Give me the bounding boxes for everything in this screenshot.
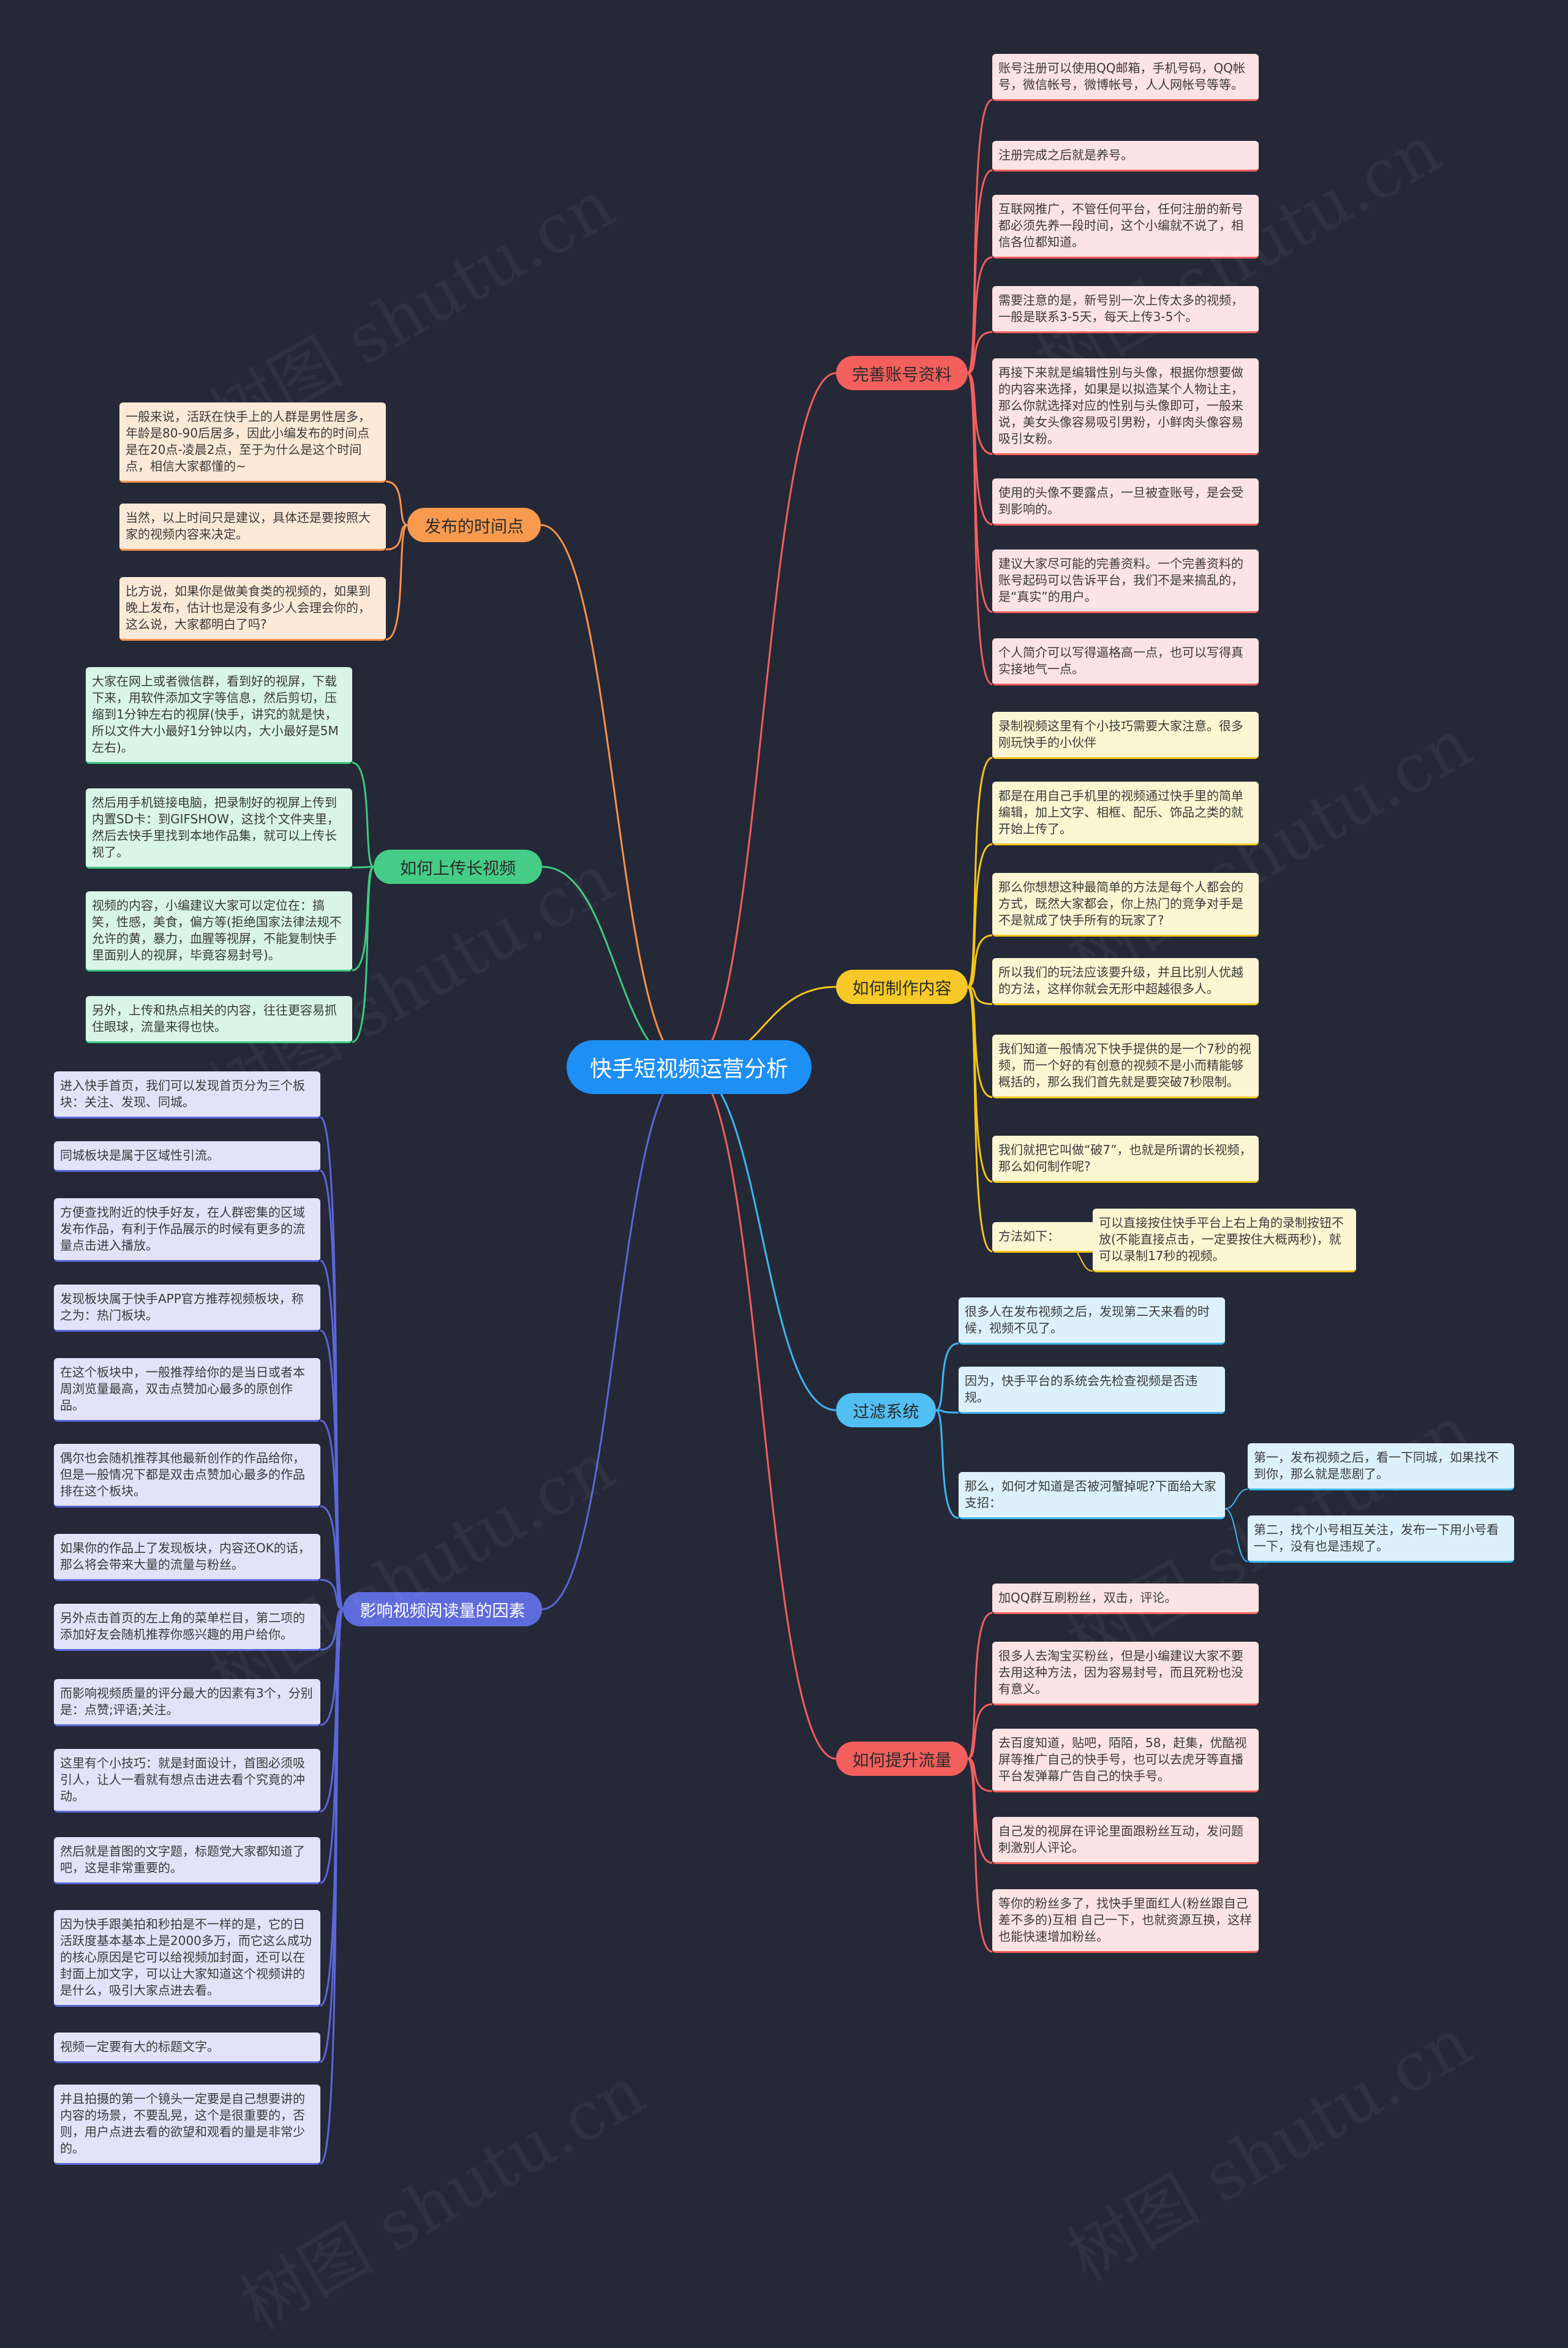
leaf-connector-factors <box>320 1608 344 1651</box>
leaf-factors[interactable]: 因为快手跟美拍和秒拍是不一样的是，它的日活跃度基本基本上是2000多万，而它这么… <box>54 1910 320 2007</box>
leaf-factors[interactable]: 如果你的作品上了发现板块，内容还OK的话，那么将会带来大量的流量与粉丝。 <box>54 1534 320 1581</box>
leaf-content[interactable]: 都是在用自己手机里的视频通过快手里的简单编辑，加上文字、相框、配乐、饰品之类的就… <box>992 782 1259 845</box>
leaf-connector-upload <box>352 866 375 1043</box>
leaf-account[interactable]: 使用的头像不要露点，一旦被查账号，是会受到影响的。 <box>992 478 1259 526</box>
leaf-connector-account <box>967 256 993 374</box>
leaf-factors[interactable]: 这里有个小技巧：就是封面设计，首图必须吸引人，让人一看就有想点击进去看个究竟的冲… <box>54 1749 320 1813</box>
leaf-connector-content <box>967 986 993 1183</box>
leaf-connector-filter <box>935 1409 959 1414</box>
leaf-connector-traffic <box>967 1757 993 1953</box>
leaf-account[interactable]: 建议大家尽可能的完善资料。一个完善资料的账号起码可以告诉平台，我们不是来搞乱的，… <box>992 549 1259 613</box>
leaf-content[interactable]: 我们就把它叫做“破7”，也就是所谓的长视频，那么如何制作呢? <box>992 1136 1259 1183</box>
leaf-factors[interactable]: 另外点击首页的左上角的菜单栏目，第二项的添加好友会随机推荐你感兴趣的用户给你。 <box>54 1604 320 1651</box>
leaf-time[interactable]: 一般来说，活跃在快手上的人群是男性居多，年龄是80-90后居多，因此小编发布的时… <box>119 402 386 483</box>
leaf-connector-factors <box>320 1505 344 1610</box>
leaf-content[interactable]: 那么你想想这种最简单的方法是每个人都会的方式，既然大家都会，你上热门的竞争对手是… <box>992 873 1259 937</box>
leaf-connector-content <box>967 757 993 988</box>
leaf-factors[interactable]: 方便查找附近的快手好友，在人群密集的区域发布作品，有利于作品展示的时候有更多的流… <box>54 1198 320 1262</box>
branch-connector-account <box>688 372 837 1068</box>
branch-filter[interactable]: 过滤系统 <box>836 1393 936 1427</box>
leaf-upload[interactable]: 大家在网上或者微信群，看到好的视屏，下载下来，用软件添加文字等信息，然后剪切，压… <box>86 667 352 764</box>
leaf-content[interactable]: 我们知道一般情况下快手提供的是一个7秒的视频，而一个好的有创意的视频不是小而精能… <box>992 1035 1259 1098</box>
leaf-connector-traffic <box>967 1612 993 1760</box>
leaf-upload[interactable]: 另外，上传和热点相关的内容，往往更容易抓住眼球，流量来得也快。 <box>86 996 352 1043</box>
leaf-traffic[interactable]: 加QQ群互刷粉丝，双击，评论。 <box>992 1584 1259 1614</box>
leaf-connector-traffic <box>967 1757 993 1864</box>
leaf-content[interactable]: 录制视频这里有个小技巧需要大家注意。很多刚玩快手的小伙伴 <box>992 712 1259 759</box>
leaf-connector-factors <box>319 1608 344 2165</box>
leaf-factors[interactable]: 而影响视频质量的评分最大的因素有3个，分别是：点赞;评语;关注。 <box>54 1679 320 1726</box>
branch-account[interactable]: 完善账号资料 <box>836 356 968 390</box>
leaf-traffic[interactable]: 很多人去淘宝买粉丝，但是小编建议大家不要去用这种方法，因为容易封号，而且死粉也没… <box>992 1642 1259 1705</box>
leaf-content[interactable]: 所以我们的玩法应该要升级，并且比别人优越的方法，这样你就会无形中超越很多人。 <box>992 958 1259 1005</box>
leaf-account[interactable]: 账号注册可以使用QQ邮箱，手机号码，QQ帐号，微信帐号，微博帐号，人人网帐号等等… <box>992 54 1259 101</box>
leaf-factors[interactable]: 发现板块属于快手APP官方推荐视频板块，称之为：热门板块。 <box>54 1285 320 1332</box>
branch-connector-filter <box>688 1066 837 1411</box>
leaf-connector-content <box>967 986 993 1253</box>
leaf-filter[interactable]: 很多人在发布视频之后，发现第二天来看的时候，视频不见了。 <box>959 1297 1225 1345</box>
leaf-connector-time <box>385 524 408 641</box>
leaf-connector-account <box>967 372 993 685</box>
leaf-connector-content <box>967 843 993 988</box>
leaf-time[interactable]: 比方说，如果你是做美食类的视频的，如果到晚上发布，估计也是没有多少人会理会你的，… <box>119 577 386 641</box>
leaf-connector-factors <box>320 1169 344 1610</box>
sub-connector-filter <box>1224 1489 1248 1509</box>
leaf-factors[interactable]: 在这个板块中，一般推荐给你的是当日或者本周浏览量最高，双击点赞加心最多的原创作品… <box>54 1358 320 1422</box>
branch-upload[interactable]: 如何上传长视频 <box>374 850 542 884</box>
leaf-connector-time <box>385 524 408 551</box>
branch-connector-upload <box>541 866 690 1068</box>
leaf-connector-traffic <box>967 1703 993 1760</box>
leaf-account[interactable]: 互联网推广，不管任何平台，任何注册的新号都必须先养一段时间，这个小编就不说了，相… <box>992 195 1259 259</box>
leaf-connector-filter <box>935 1342 959 1411</box>
branch-factors[interactable]: 影响视频阅读量的因素 <box>343 1592 542 1626</box>
leaf-factors[interactable]: 然后就是首图的文字题，标题党大家都知道了吧，这是非常重要的。 <box>54 1837 320 1884</box>
leaf-connector-account <box>967 372 993 613</box>
root-topic[interactable]: 快手短视频运营分析 <box>567 1040 812 1094</box>
branch-content[interactable]: 如何制作内容 <box>836 970 968 1004</box>
leaf-factors[interactable]: 并且拍摄的第一个镜头一定要是自己想要讲的内容的场景，不要乱晃，这个是很重要的，否… <box>54 2085 320 2165</box>
leaf-account[interactable]: 个人简介可以写得逼格高一点，也可以写得真实接地气一点。 <box>992 638 1259 685</box>
leaf-connector-account <box>967 331 993 374</box>
leaf-connector-content <box>967 934 993 988</box>
leaf-account[interactable]: 需要注意的是，新号别一次上传太多的视频，一般是联系3-5天，每天上传3-5个。 <box>992 286 1259 333</box>
leaf-traffic[interactable]: 去百度知道，贴吧，陌陌，58，赶集，优酷视屏等推广自己的快手号，也可以去虎牙等直… <box>992 1729 1259 1792</box>
sub-leaf-filter[interactable]: 第二，找个小号相互关注，发布一下用小号看一下，没有也是违规了。 <box>1248 1516 1514 1563</box>
leaf-upload[interactable]: 视频的内容，小编建议大家可以定位在：搞笑，性感，美食，偏方等(拒绝国家法律法规不… <box>86 891 352 972</box>
branch-connector-time <box>540 524 690 1068</box>
leaf-factors[interactable]: 进入快手首页，我们可以发现首页分为三个板块：关注、发现、同城。 <box>54 1071 320 1119</box>
leaf-factors[interactable]: 同城板块是属于区域性引流。 <box>54 1141 320 1172</box>
leaf-connector-factors <box>320 1259 344 1610</box>
branch-connector-factors <box>541 1066 690 1610</box>
branch-time[interactable]: 发布的时间点 <box>407 508 541 542</box>
leaf-time[interactable]: 当然，以上时间只是建议，具体还是要按照大家的视频内容来决定。 <box>119 504 386 551</box>
leaf-factors[interactable]: 视频一定要有大的标题文字。 <box>54 2033 320 2063</box>
leaf-connector-filter <box>935 1409 959 1519</box>
leaf-connector-factors <box>320 1608 344 2007</box>
leaf-connector-content <box>967 986 993 1005</box>
leaf-account[interactable]: 再接下来就是编辑性别与头像，根据你想要做的内容来选择，如果是以拟造某个人物让主，… <box>992 358 1259 455</box>
branch-connector-traffic <box>688 1066 837 1760</box>
leaf-filter[interactable]: 因为，快手平台的系统会先检查视频是否违规。 <box>959 1367 1225 1414</box>
leaf-connector-factors <box>320 1579 344 1610</box>
sub-leaf-filter[interactable]: 第一，发布视频之后，看一下同城，如果找不到你，那么就是悲剧了。 <box>1248 1443 1514 1490</box>
branch-traffic[interactable]: 如何提升流量 <box>836 1742 968 1776</box>
leaf-traffic[interactable]: 自己发的视屏在评论里面跟粉丝互动，发问题刺激别人评论。 <box>992 1817 1259 1864</box>
mind-map-canvas: 快手短视频运营分析 完善账号资料 账号注册可以使用QQ邮箱，手机号码，QQ帐号，微… <box>54 54 1514 2165</box>
connector-lines <box>319 99 1248 2165</box>
leaf-connector-upload <box>352 761 374 868</box>
leaf-traffic[interactable]: 等你的粉丝多了，找快手里面红人(粉丝跟自己差不多的)互相 自己一下，也就资源互换… <box>992 1889 1259 1953</box>
leaf-factors[interactable]: 偶尔也会随机推荐其他最新创作的作品给你，但是一般情况下都是双击点赞加心最多的作品… <box>54 1444 320 1508</box>
leaf-account[interactable]: 注册完成之后就是养号。 <box>992 141 1259 172</box>
leaf-connector-traffic <box>967 1757 993 1792</box>
leaf-filter[interactable]: 那么，如何才知道是否被河蟹掉呢?下面给大家支招： <box>959 1472 1225 1519</box>
sub-leaf-content[interactable]: 可以直接按住快手平台上右上角的录制按钮不放(不能直接点击，一定要按住大概两秒)，… <box>1093 1209 1356 1272</box>
leaf-upload[interactable]: 然后用手机链接电脑，把录制好的视屏上传到内置SD卡：到GIFSHOW，这找个文件… <box>86 788 352 869</box>
sub-connector-filter <box>1224 1508 1248 1562</box>
leaf-connector-time <box>385 480 408 526</box>
